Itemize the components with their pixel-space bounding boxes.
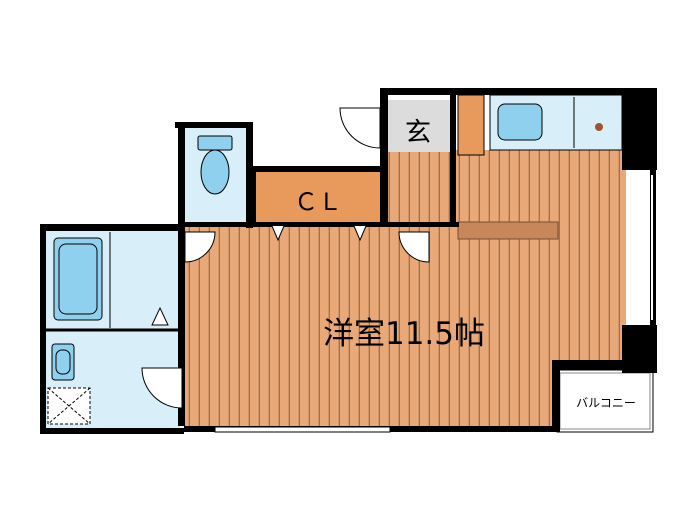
washer-pan-icon xyxy=(47,387,91,425)
shoe-box xyxy=(457,94,485,156)
balcony-floor xyxy=(556,369,654,433)
toilet-icon xyxy=(197,135,233,195)
western-room-label: 洋室11.5帖 xyxy=(323,316,485,352)
entrance-label: 玄 xyxy=(405,118,431,148)
kitchen-sink-icon xyxy=(497,103,543,141)
bar-counter xyxy=(457,221,559,240)
entrance-floor xyxy=(388,100,454,152)
balcony-label: バルコニー xyxy=(576,396,636,410)
door-swings xyxy=(141,107,430,409)
closet-floor xyxy=(254,170,380,222)
stove-icon xyxy=(595,123,603,131)
closet-label: ＣＬ xyxy=(294,188,342,216)
